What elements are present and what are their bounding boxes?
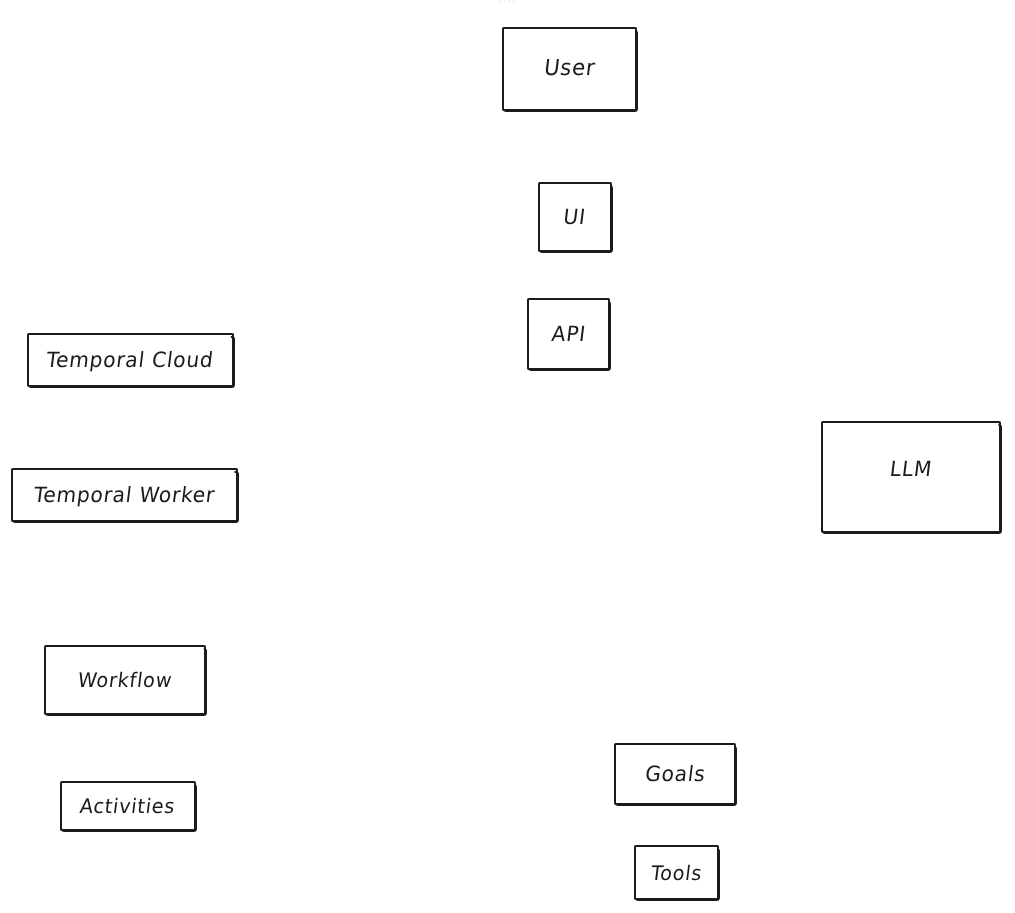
node-activities[interactable]: Activities	[60, 781, 196, 831]
node-ui[interactable]: UI	[538, 182, 612, 252]
node-goals[interactable]: Goals	[614, 743, 736, 805]
node-temporal-cloud-label: Temporal Cloud	[45, 347, 216, 372]
node-api[interactable]: API	[527, 298, 610, 370]
node-temporal-worker-label: Temporal Worker	[32, 482, 217, 507]
node-tools[interactable]: Tools	[634, 845, 719, 900]
node-temporal-worker[interactable]: Temporal Worker	[11, 468, 238, 522]
node-llm-label: LLM	[888, 456, 934, 481]
node-ui-label: UI	[562, 204, 588, 229]
node-temporal-cloud[interactable]: Temporal Cloud	[27, 333, 234, 387]
node-activities-label: Activities	[78, 794, 178, 818]
node-llm[interactable]: LLM	[821, 421, 1001, 533]
node-tools-label: Tools	[649, 860, 704, 885]
node-goals-label: Goals	[643, 761, 707, 786]
node-workflow[interactable]: Workflow	[44, 645, 206, 715]
node-user[interactable]: User	[502, 27, 637, 111]
clipped-header-text: ....	[0, 0, 1015, 9]
node-api-label: API	[549, 321, 588, 346]
node-workflow-label: Workflow	[76, 668, 174, 692]
node-user-label: User	[542, 56, 597, 81]
